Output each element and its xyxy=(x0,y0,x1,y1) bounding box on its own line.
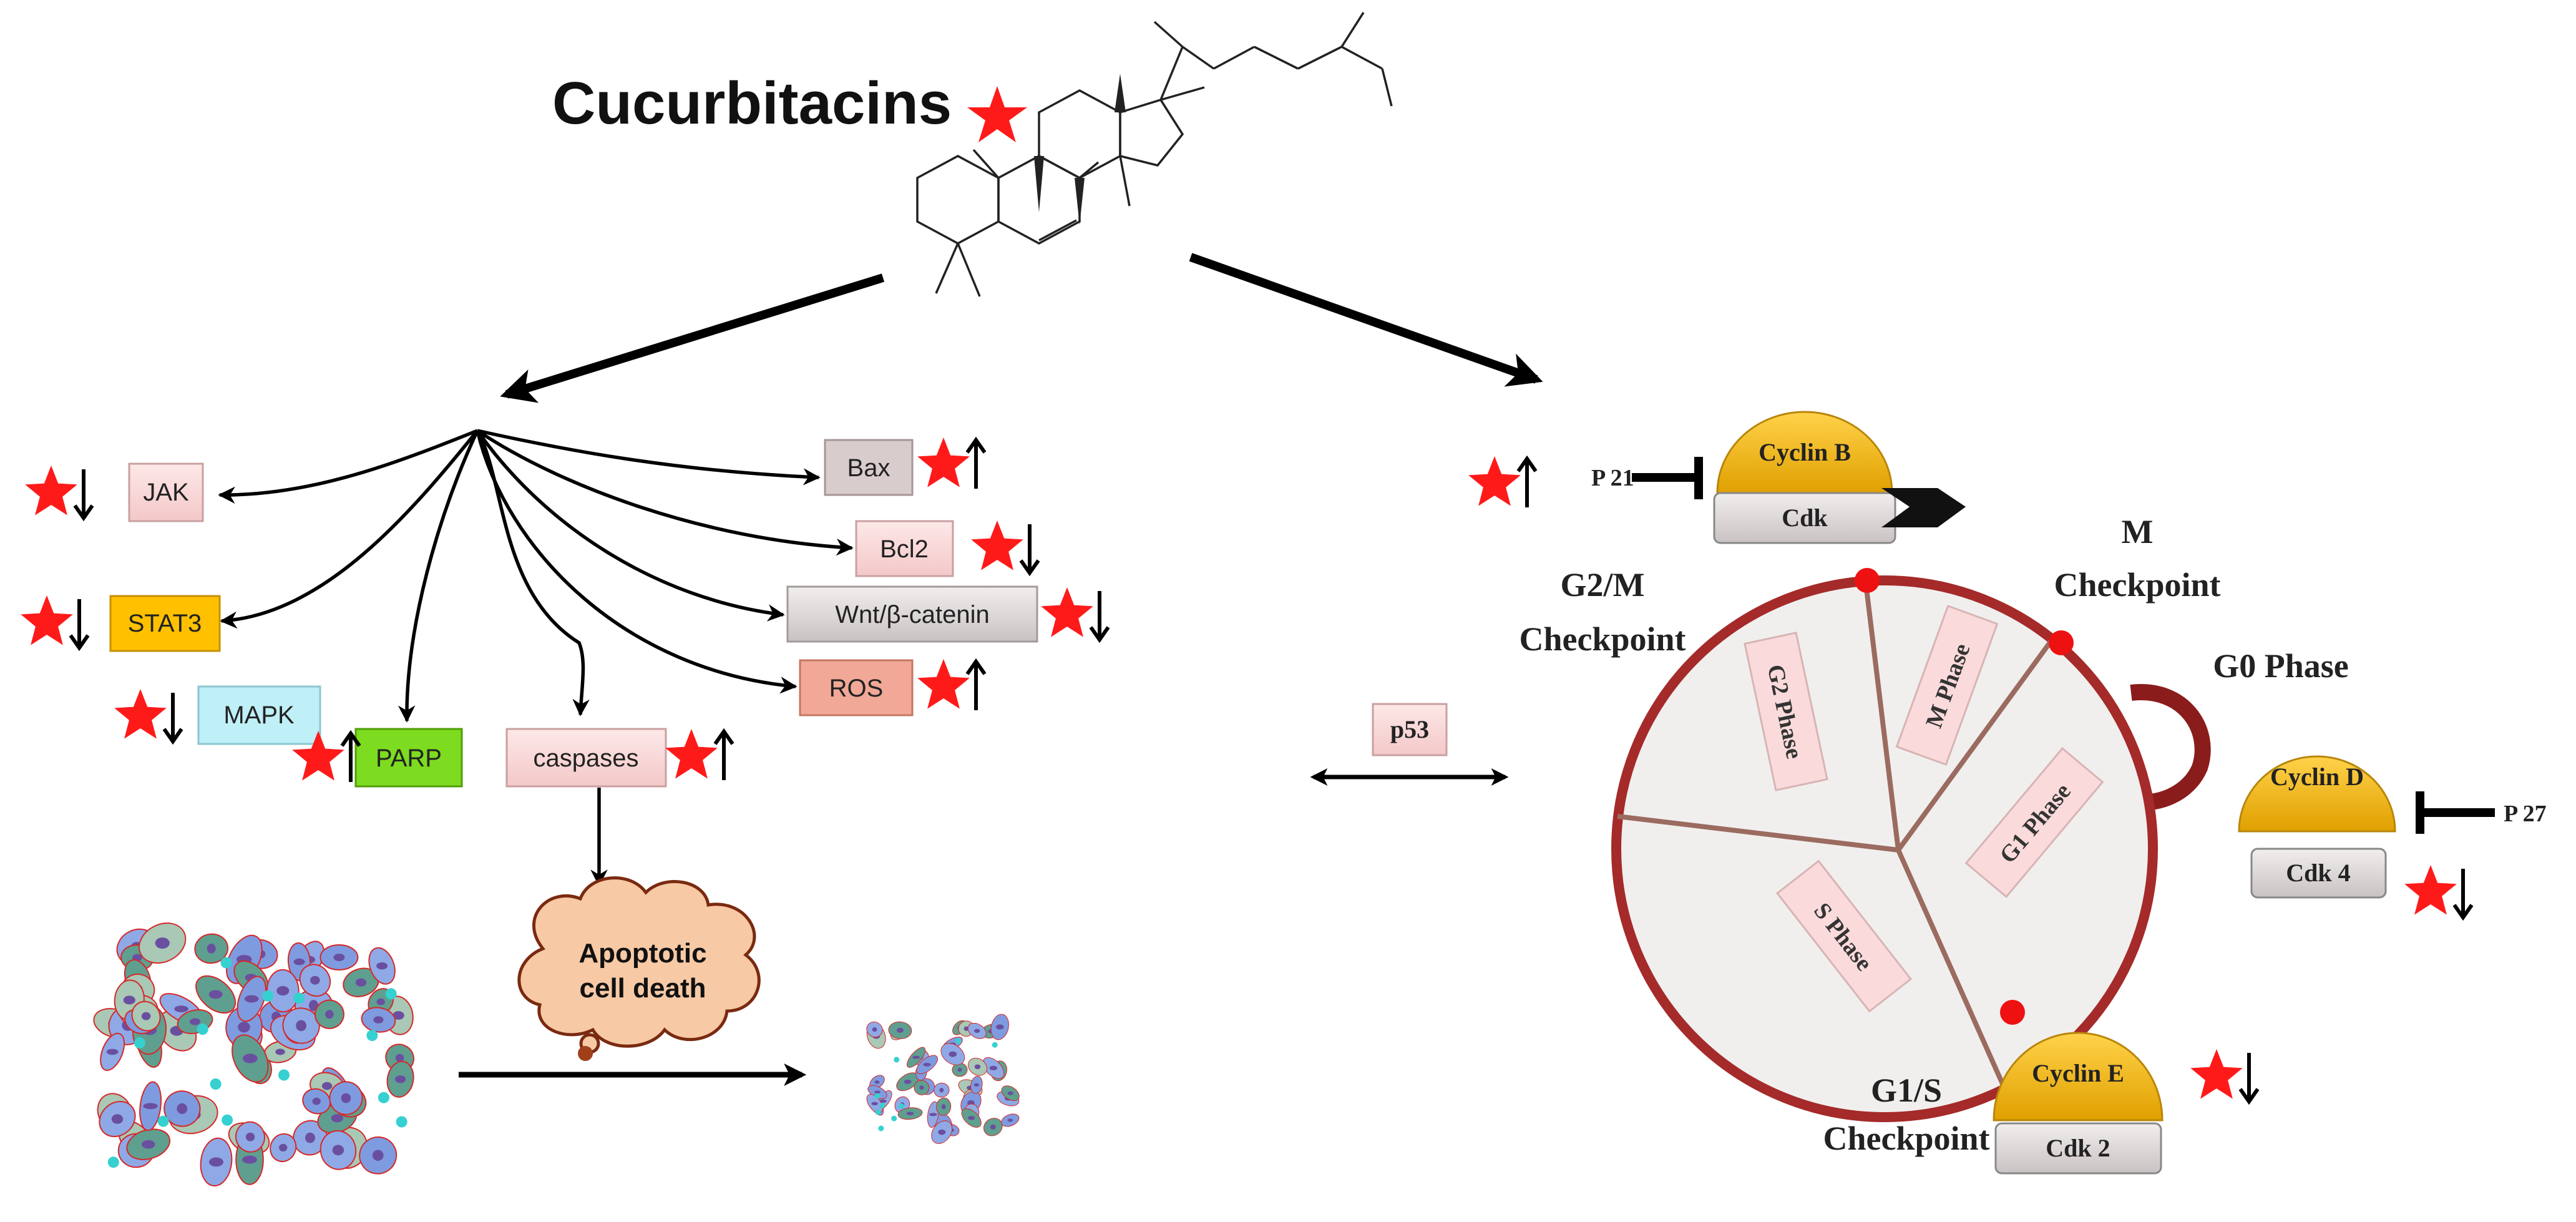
node-wnt: Wnt/β-catenin xyxy=(786,585,1038,643)
node-bax: Bax xyxy=(824,439,914,496)
p21-label: P 21 xyxy=(1591,465,1634,491)
apoptosis-cloud: Apoptotic cell death xyxy=(517,876,761,1061)
arrow-down-icon xyxy=(1019,524,1040,577)
g2m-checkpoint-line1: G2/M xyxy=(1561,566,1645,604)
marker-cdk4 xyxy=(2404,865,2474,921)
marker-parp xyxy=(292,730,361,782)
arrow-to-signaling xyxy=(500,273,885,403)
arrow-down-icon xyxy=(69,599,90,652)
phase-g2: G2 Phase xyxy=(1744,632,1828,791)
cyclin-d-label: Cyclin D xyxy=(2270,763,2364,791)
star-icon xyxy=(971,521,1023,570)
stat3-label: STAT3 xyxy=(128,610,202,637)
cdk2-label: Cdk 2 xyxy=(2046,1134,2110,1162)
caspases-label: caspases xyxy=(534,745,639,772)
star-icon xyxy=(917,659,970,709)
marker-bax xyxy=(917,436,987,489)
arrow-down-icon xyxy=(2452,869,2474,921)
jak-label: JAK xyxy=(143,479,189,506)
cell-cycle-wheel xyxy=(1611,568,2211,1122)
steroid-structure-icon xyxy=(916,12,1393,297)
node-mapk: MAPK xyxy=(197,685,321,745)
star-icon xyxy=(114,689,167,739)
arrow-down-icon xyxy=(162,693,183,745)
g2m-checkpoint-line2: Checkpoint xyxy=(1519,620,1686,658)
ros-label: ROS xyxy=(829,675,884,702)
apoptosis-label-line1: Apoptotic xyxy=(578,938,706,969)
star-icon xyxy=(25,466,77,516)
signaling-fan xyxy=(218,429,854,723)
wedge-bond-1 xyxy=(1115,74,1126,112)
marker-bcl2 xyxy=(971,521,1040,577)
parp-label: PARP xyxy=(376,745,442,772)
node-ros: ROS xyxy=(799,659,914,716)
chevron-right-icon xyxy=(1881,488,1966,527)
bcl2-label: Bcl2 xyxy=(880,535,929,563)
g0-phase-label: G0 Phase xyxy=(2213,647,2349,685)
star-icon xyxy=(665,729,718,779)
wedge-bond-3 xyxy=(1075,178,1085,225)
p53-label: p53 xyxy=(1390,715,1429,743)
marker-mapk xyxy=(114,689,183,745)
arrow-down-icon xyxy=(2238,1053,2260,1105)
tumor-cells-large-icon xyxy=(93,922,414,1187)
complex-cyclin-b: Cyclin B Cdk xyxy=(1713,411,1896,544)
node-stat3: STAT3 xyxy=(109,595,221,652)
regulation-markers xyxy=(21,436,2474,1105)
star-icon xyxy=(2190,1049,2243,1099)
wedge-bond-2 xyxy=(1034,156,1044,212)
g1s-checkpoint-line2: Checkpoint xyxy=(1823,1120,1989,1157)
complex-cyclin-d: Cyclin D Cdk 4 xyxy=(2238,755,2396,899)
marker-stat3 xyxy=(21,595,90,652)
node-parp: PARP xyxy=(354,728,463,788)
title-text: Cucurbitacins xyxy=(552,70,952,137)
arrow-up-icon xyxy=(340,730,361,782)
arrow-up-icon xyxy=(713,728,734,780)
tumor-cells-small-icon xyxy=(866,1014,1020,1144)
cyclin-e-label: Cyclin E xyxy=(2032,1059,2124,1087)
node-caspases: caspases xyxy=(505,728,667,788)
apoptosis-label-line2: cell death xyxy=(580,973,706,1004)
marker-p21 xyxy=(1468,455,1538,507)
star-icon xyxy=(292,731,344,781)
m-checkpoint-line2: Checkpoint xyxy=(2054,566,2220,604)
arrow-to-cell-cycle xyxy=(1189,253,1543,387)
p27-label: P 27 xyxy=(2504,801,2547,827)
arrow-up-icon xyxy=(1516,455,1538,507)
g1s-checkpoint-dot xyxy=(2000,1000,2025,1025)
marker-caspases xyxy=(665,728,734,780)
arrow-down-icon xyxy=(1089,591,1110,643)
star-icon xyxy=(1041,587,1093,637)
m-checkpoint-line1: M xyxy=(2122,513,2154,550)
cdk-label: Cdk xyxy=(1782,504,1828,532)
star-icon xyxy=(917,437,970,487)
marker-cdk2 xyxy=(2190,1049,2260,1105)
marker-wnt xyxy=(1041,587,1110,643)
star-icon xyxy=(21,595,73,645)
complex-cyclin-e: Cyclin E Cdk 2 xyxy=(1993,1032,2164,1175)
node-bcl2: Bcl2 xyxy=(855,520,954,577)
mapk-label: MAPK xyxy=(223,701,295,729)
arrow-up-icon xyxy=(965,658,987,710)
marker-ros xyxy=(917,658,987,710)
star-icon xyxy=(1468,456,1521,506)
bax-label: Bax xyxy=(847,454,890,482)
cdk4-label: Cdk 4 xyxy=(2286,859,2350,887)
node-jak: JAK xyxy=(128,462,204,522)
star-icon xyxy=(2404,865,2457,915)
wnt-label: Wnt/β-catenin xyxy=(835,601,990,628)
marker-jak xyxy=(25,466,94,522)
arrow-down-icon xyxy=(73,469,94,522)
arrow-up-icon xyxy=(965,436,987,489)
g1s-checkpoint-line1: G1/S xyxy=(1871,1072,1942,1109)
node-p53: p53 xyxy=(1372,703,1448,756)
cyclin-b-label: Cyclin B xyxy=(1759,438,1851,466)
title-star-icon xyxy=(967,86,1027,142)
